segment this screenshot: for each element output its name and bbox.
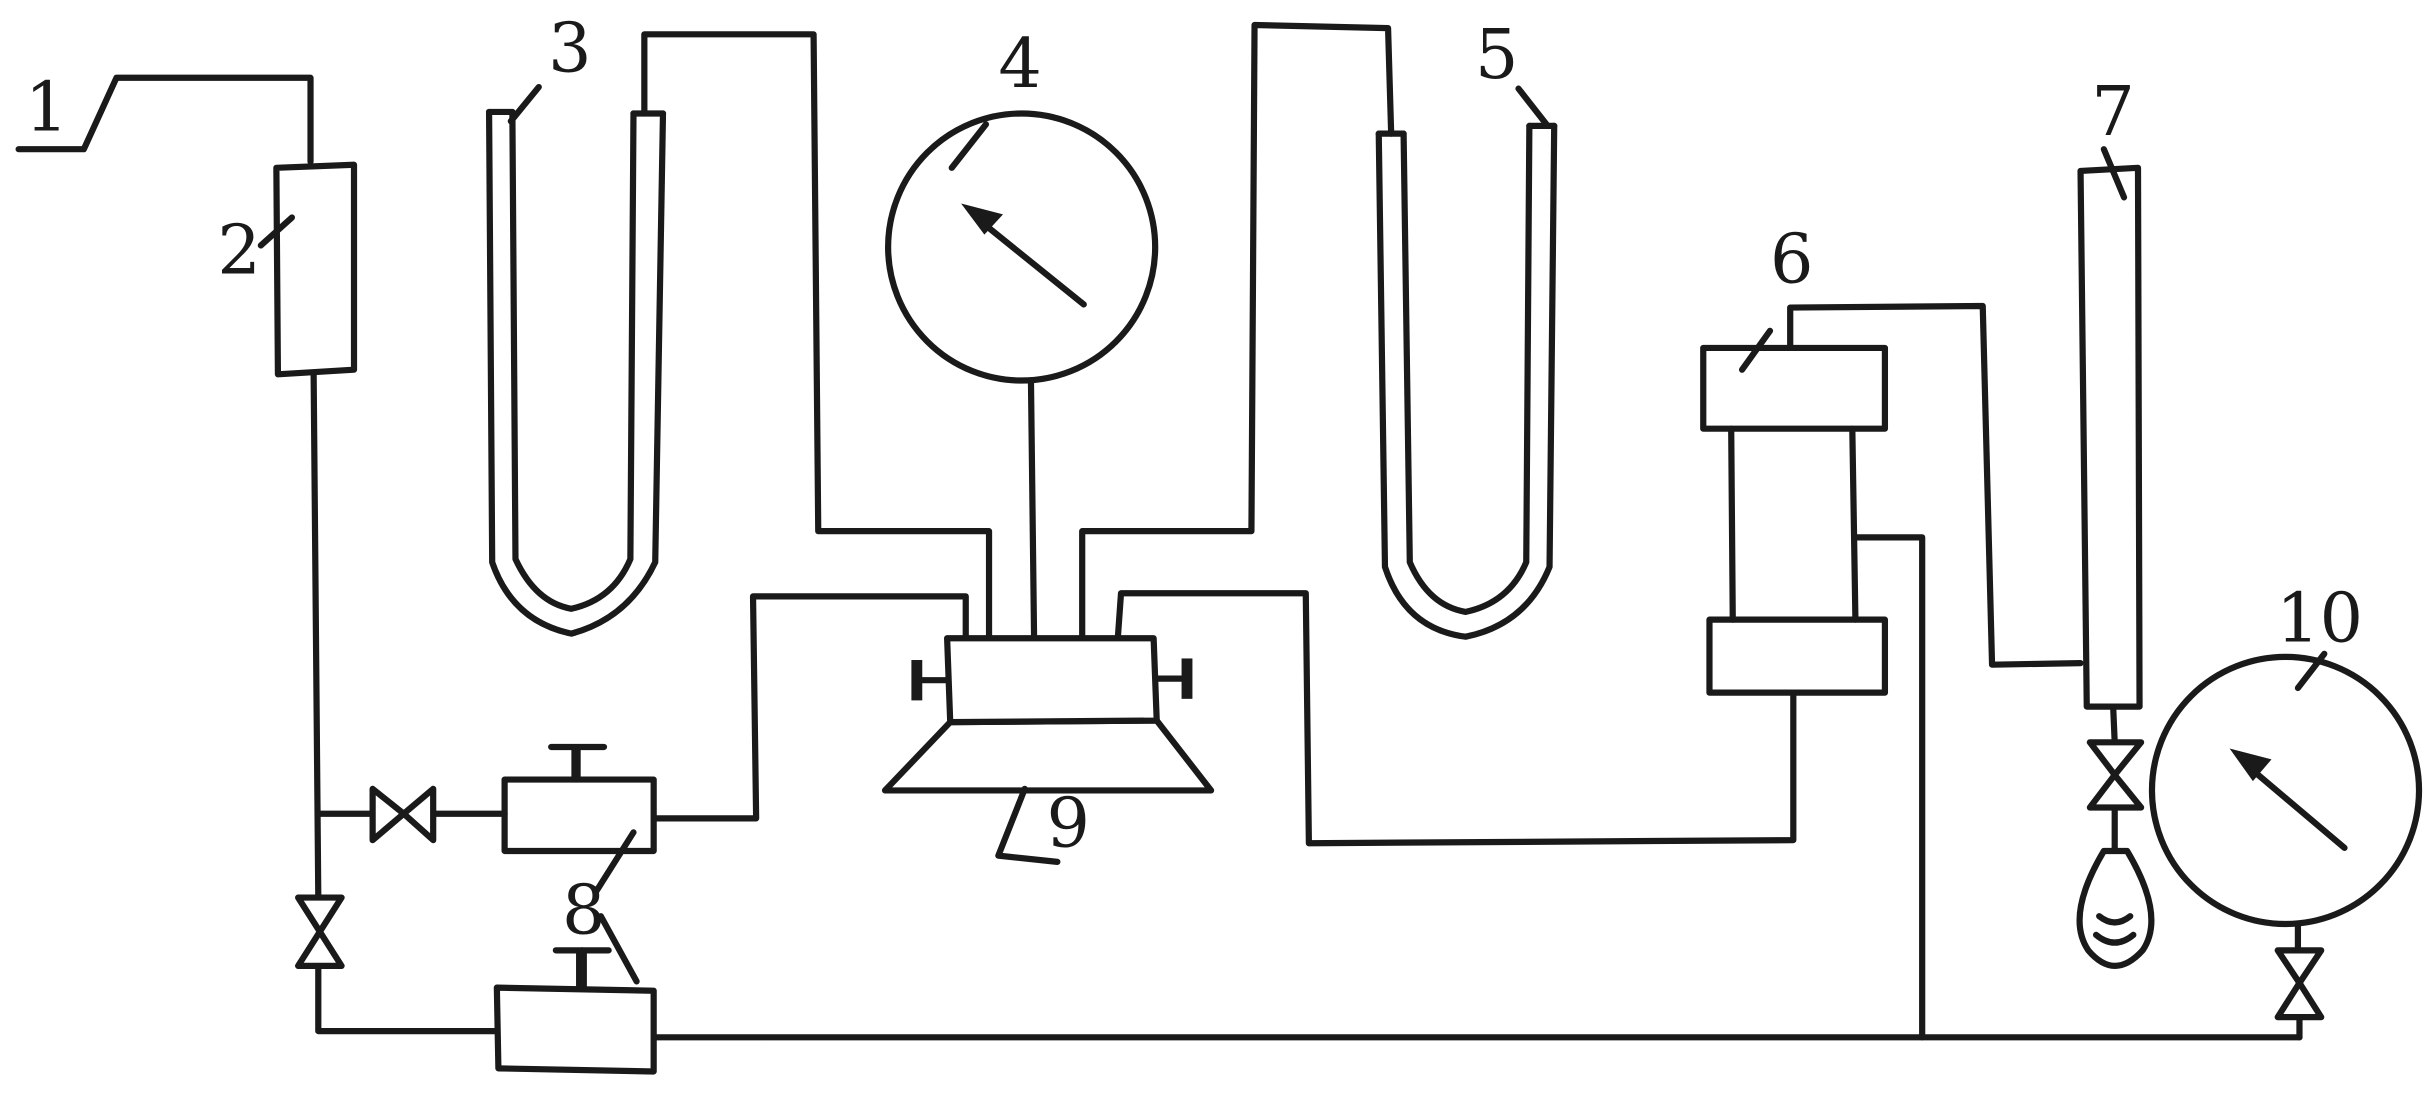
- test-cell: [881, 635, 1215, 865]
- regulator-lower: [493, 913, 657, 1075]
- valve-lower-left: [295, 894, 345, 969]
- filter-column: [257, 161, 358, 378]
- label-5: 5: [1475, 16, 1518, 95]
- flow-column: [1700, 327, 1889, 696]
- label-1: 1: [25, 69, 68, 148]
- inlet-nozzle: [15, 74, 314, 165]
- regulator-upper: [315, 743, 657, 895]
- label-4: 4: [998, 25, 1041, 104]
- label-6: 6: [1770, 221, 1813, 300]
- connecting-pipes: [315, 21, 2303, 1041]
- label-3: 3: [548, 10, 591, 89]
- valve-burette: [2086, 739, 2145, 811]
- burette-tube: [2076, 146, 2155, 969]
- u-tube-manometer-left: [485, 83, 667, 637]
- valve-gauge: [2274, 947, 2325, 1021]
- left-supply-line: [310, 371, 322, 901]
- u-tube-manometer-right: [1375, 85, 1558, 640]
- label-7: 7: [2091, 73, 2134, 152]
- valve-upper-left: [369, 785, 437, 844]
- flow-gauge: [2148, 650, 2423, 1041]
- label-9: 9: [1046, 784, 1089, 863]
- label-10: 10: [2276, 579, 2363, 658]
- label-8-upper: 8: [562, 871, 605, 950]
- pressure-gauge: [885, 110, 1159, 640]
- label-2: 2: [217, 211, 260, 290]
